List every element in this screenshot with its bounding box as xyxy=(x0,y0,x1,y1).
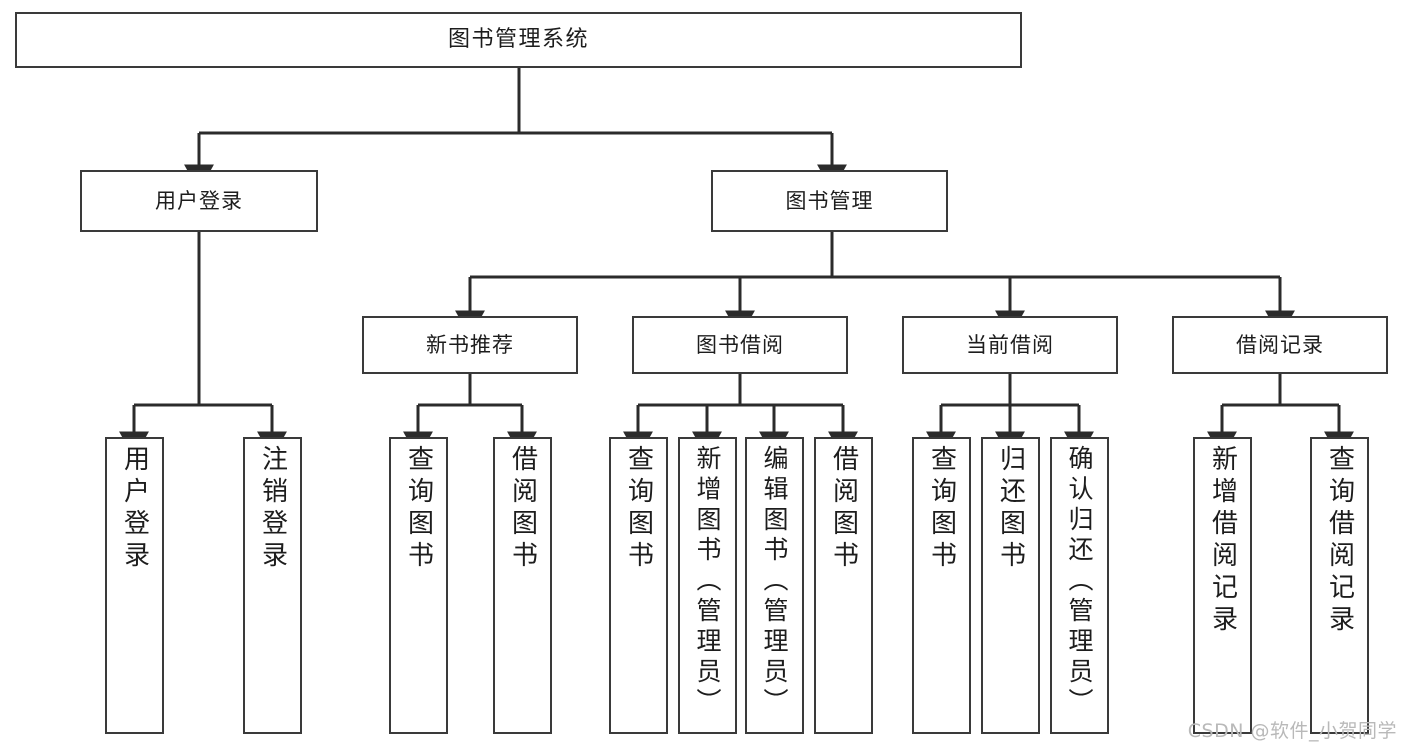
node-label: 图书借阅 xyxy=(696,332,784,357)
leaf-borrow-edit-book[interactable]: 编辑图书（管理员） xyxy=(745,437,804,734)
leaf-user-login[interactable]: 用户登录 xyxy=(105,437,164,734)
node-label: 查询借阅记录 xyxy=(1324,445,1355,637)
leaf-record-add[interactable]: 新增借阅记录 xyxy=(1193,437,1252,734)
node-label: 借阅记录 xyxy=(1236,332,1324,357)
node-user-login[interactable]: 用户登录 xyxy=(80,170,318,232)
node-label: 用户登录 xyxy=(155,188,243,213)
node-book-borrow[interactable]: 图书借阅 xyxy=(632,316,848,374)
node-label: 借阅图书 xyxy=(828,445,859,573)
leaf-user-logout[interactable]: 注销登录 xyxy=(243,437,302,734)
leaf-borrow-add-book[interactable]: 新增图书（管理员） xyxy=(678,437,737,734)
node-label: 确认归还（管理员） xyxy=(1065,445,1094,719)
node-label: 新增图书（管理员） xyxy=(693,445,722,719)
node-label: 查询图书 xyxy=(403,445,434,573)
leaf-current-return-book[interactable]: 归还图书 xyxy=(981,437,1040,734)
node-label: 查询图书 xyxy=(926,445,957,573)
node-label: 注销登录 xyxy=(257,445,288,573)
node-label: 新书推荐 xyxy=(426,332,514,357)
node-borrow-record[interactable]: 借阅记录 xyxy=(1172,316,1388,374)
node-new-book-recommend[interactable]: 新书推荐 xyxy=(362,316,578,374)
leaf-record-query[interactable]: 查询借阅记录 xyxy=(1310,437,1369,734)
node-label: 图书管理系统 xyxy=(447,27,589,53)
node-label: 新增借阅记录 xyxy=(1207,445,1238,637)
node-label: 图书管理 xyxy=(785,188,874,213)
node-book-management[interactable]: 图书管理 xyxy=(711,170,948,232)
node-current-borrow[interactable]: 当前借阅 xyxy=(902,316,1118,374)
leaf-borrow-query-book[interactable]: 查询图书 xyxy=(609,437,668,734)
node-label: 借阅图书 xyxy=(507,445,538,573)
leaf-borrow-borrow-book[interactable]: 借阅图书 xyxy=(814,437,873,734)
node-label: 查询图书 xyxy=(623,445,654,573)
node-label: 用户登录 xyxy=(119,445,150,573)
node-root-system[interactable]: 图书管理系统 xyxy=(15,12,1022,68)
leaf-current-query-book[interactable]: 查询图书 xyxy=(912,437,971,734)
leaf-recommend-query-book[interactable]: 查询图书 xyxy=(389,437,448,734)
leaf-current-confirm-return[interactable]: 确认归还（管理员） xyxy=(1050,437,1109,734)
leaf-recommend-borrow-book[interactable]: 借阅图书 xyxy=(493,437,552,734)
watermark: CSDN @软件_小贺同学 xyxy=(1187,720,1397,742)
node-label: 编辑图书（管理员） xyxy=(760,445,789,719)
node-label: 当前借阅 xyxy=(966,332,1054,357)
node-label: 归还图书 xyxy=(995,445,1026,573)
